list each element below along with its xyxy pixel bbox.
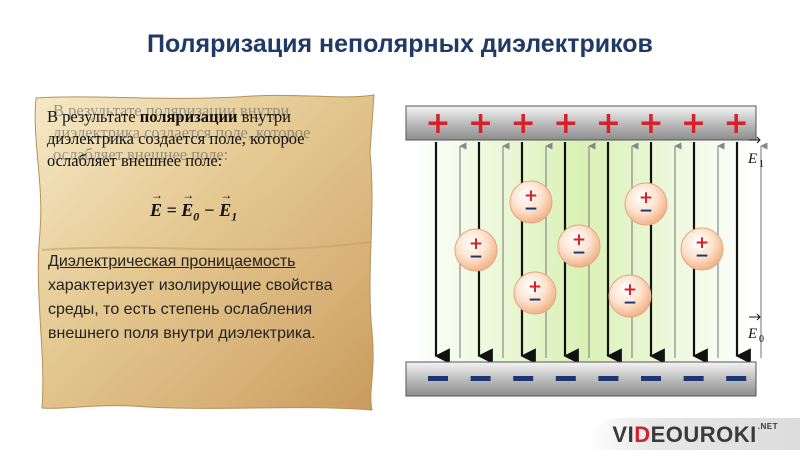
dipole-plus: +	[639, 188, 653, 208]
plate-plus-sign: +	[724, 106, 749, 141]
formula-term2-letter: E	[219, 200, 232, 220]
ghost-text: В результате поляризации внутри диэлектр…	[53, 101, 311, 164]
plate-plus-sign: +	[468, 106, 493, 141]
logo-part2: EOUROKI	[650, 422, 757, 447]
definition-paragraph: Диэлектрическая проницаемость характериз…	[48, 250, 366, 346]
plate-plus-sign: +	[596, 106, 621, 141]
parchment-note: В результате поляризации внутри диэлектр…	[32, 92, 378, 414]
formula-term2: E1	[219, 188, 238, 225]
label-e0-letter: E	[747, 326, 757, 342]
label-e1-letter: E	[747, 151, 757, 167]
dipole-minus: −	[469, 247, 483, 267]
dipole-minus: −	[572, 243, 586, 263]
dipole: +−	[680, 227, 724, 271]
dipole: +−	[454, 228, 498, 272]
plate-plus-sign: +	[681, 106, 706, 141]
dipole-minus: −	[524, 199, 538, 219]
dipole-minus: −	[528, 290, 542, 310]
dipole-plus: +	[623, 280, 637, 300]
dipole: +−	[513, 271, 557, 315]
plate-minus-sign	[726, 376, 747, 381]
negative-charges	[428, 376, 747, 381]
dipole-plus: +	[695, 233, 709, 253]
plate-plus-sign: +	[511, 106, 536, 141]
plate-minus-sign	[513, 376, 534, 381]
formula-term1: E0	[181, 188, 200, 225]
videouroki-logo: VIDEOUROKI.NET	[588, 418, 800, 450]
plate-minus-sign	[470, 376, 491, 381]
intro-prefix: В результате	[47, 107, 140, 126]
label-e0-sub: 0	[759, 334, 764, 345]
plate-minus-sign	[555, 376, 576, 381]
formula-minus: −	[199, 200, 220, 220]
plate-minus-sign	[641, 376, 661, 381]
formula-term1-letter: E	[181, 200, 194, 220]
dipole-plus: +	[469, 234, 483, 254]
formula-lhs: E	[150, 188, 163, 221]
definition-rest: характеризует изолирующие свойства среды…	[48, 277, 333, 342]
dipole-plus: +	[572, 230, 586, 250]
label-e1: E 1	[747, 136, 764, 170]
logo-text: VIDEOUROKI.NET	[612, 422, 778, 448]
polarization-paragraph: В результате поляризации внутри диэлектр…	[47, 101, 367, 172]
parchment-background	[34, 94, 375, 411]
plate-minus-sign	[598, 376, 619, 381]
dipole: +−	[624, 182, 668, 226]
dipole-plus: +	[524, 186, 538, 206]
dipole-minus: −	[695, 246, 709, 266]
label-e1-sub: 1	[759, 159, 764, 170]
intro-bold: поляризации	[139, 107, 238, 126]
formula-term1-sub: 0	[193, 209, 200, 224]
plate-minus-sign	[683, 376, 704, 381]
dipole-minus: −	[639, 201, 653, 221]
positive-plate	[405, 105, 757, 141]
logo-part1: VI	[612, 422, 635, 447]
plate-plus-sign: +	[553, 106, 578, 141]
logo-suffix: .NET	[757, 422, 778, 431]
dipole: +−	[608, 274, 652, 318]
dipole: +−	[557, 224, 601, 268]
intro-rest: внутри диэлектрика создается поле, котор…	[47, 107, 305, 170]
plate-minus-sign	[428, 376, 448, 381]
dipole-plus: +	[528, 277, 542, 297]
dipoles: +−+−+−+−+−+−+−	[454, 180, 724, 318]
field-formula: E = E0 − E1	[150, 188, 238, 225]
slide-title: Поляризация неполярных диэлектриков	[147, 30, 653, 58]
formula-eq: =	[162, 200, 182, 220]
positive-charges: + + + + + + + +	[425, 106, 748, 141]
dipole-minus: −	[623, 293, 637, 313]
label-e0: E 0	[747, 313, 764, 345]
plate-plus-sign: +	[638, 106, 663, 141]
capacitor-diagram: ++++++++ +−+−+−+−+−+−+− E 1 E 0	[405, 105, 768, 397]
dipole: +−	[509, 180, 553, 224]
definition-term: Диэлектрическая проницаемость	[48, 253, 296, 270]
logo-red-letter: D	[634, 422, 651, 447]
plate-plus-sign: +	[425, 106, 450, 141]
formula-term2-sub: 1	[231, 209, 238, 224]
